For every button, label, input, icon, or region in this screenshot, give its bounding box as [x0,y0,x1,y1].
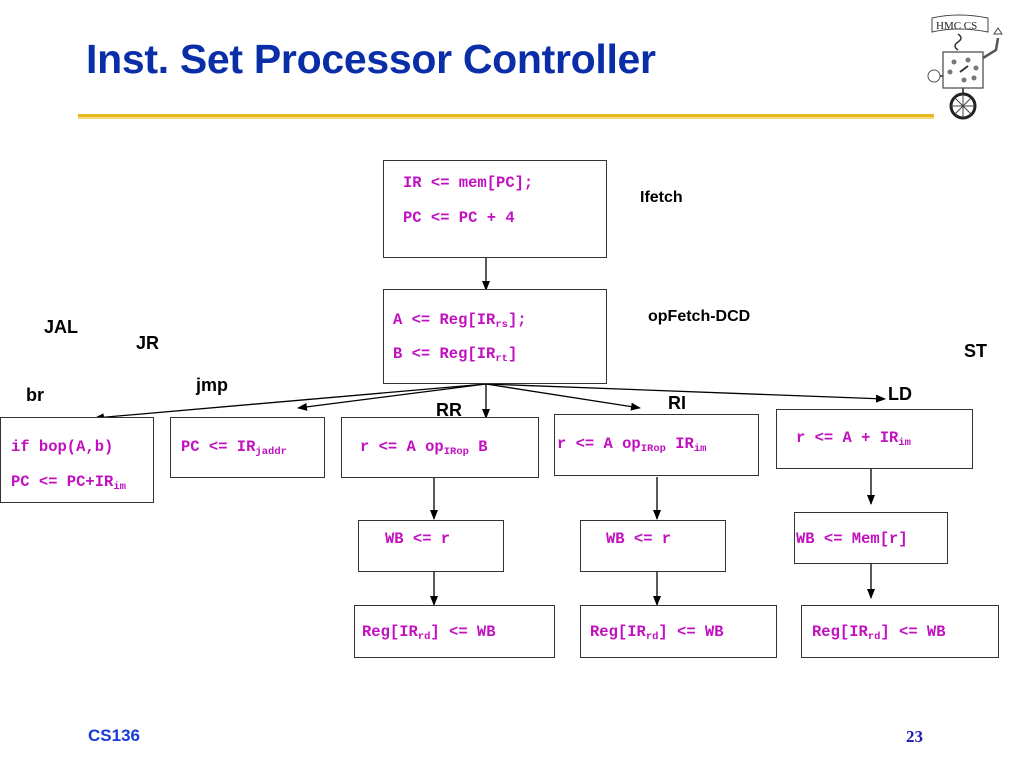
ifetch-label: Ifetch [640,189,683,206]
rr-reg-box [354,605,555,658]
opfetch-line-1-sub: rs [495,319,508,331]
opfetch-line-2-text: B <= Reg[IR [393,345,496,363]
jmp-line-1-text: PC <= IR [181,438,256,456]
rr-exec-box [341,417,539,478]
ld-reg-pre: Reg[IR [812,623,868,641]
ld-reg-box [801,605,999,658]
ifetch-line-1: IR <= mem[PC]; [403,174,534,192]
jmp-line-1: PC <= IRjaddr [181,438,287,458]
ifetch-line-2: PC <= PC + 4 [403,209,515,227]
ri-exec-box [554,414,759,476]
rr-label: RR [436,400,462,420]
title-underline-shadow [78,117,934,119]
slide-title: Inst. Set Processor Controller [86,36,656,82]
rr-exec-sub: IRop [443,446,469,458]
ri-reg-post: ] <= WB [658,623,724,641]
ri-exec-sub: IRop [640,443,666,455]
jmp-line-1-sub: jaddr [255,446,287,458]
arrow-opfetch-to-jmp [297,383,487,411]
ld-reg-text: Reg[IRrd] <= WB [812,623,946,643]
ri-exec-mid: IR [665,435,694,453]
opfetch-line-1: A <= Reg[IRrs]; [393,311,527,331]
ri-reg-sub: rd [645,631,659,643]
ri-reg-text: Reg[IRrd] <= WB [590,623,724,643]
ri-reg-box [580,605,777,658]
ri-wb-box [580,520,726,572]
opfetch-label: opFetch-DCD [648,308,751,325]
ld-wb-box [794,512,948,564]
br-line-1: if bop(A,b) [11,438,114,456]
rr-reg-post: ] <= WB [430,623,496,641]
jmp-state-box [170,417,325,478]
page-number: 23 [906,727,923,746]
rr-exec-pre: r <= A op [360,438,444,456]
rr-wb-box [358,520,504,572]
ri-reg-pre: Reg[IR [590,623,646,641]
ri-wb-text: WB <= r [606,530,672,548]
ld-label: LD [888,384,912,404]
br-line-2: PC <= PC+IRim [11,473,126,493]
jal-label: JAL [44,317,79,337]
jmp-label: jmp [196,375,229,395]
rr-reg-sub: rd [417,631,431,643]
arrow-opfetch-to-ri [485,383,641,411]
hmc-cs-robot-logo-icon: HMC CS [927,14,1003,120]
opfetch-line-2-post: ] [507,345,518,363]
ri-exec-sub2: im [693,443,707,455]
ri-label: RI [668,393,686,413]
rr-exec-post: B [468,438,488,456]
st-label: ST [964,341,988,361]
opfetch-state-box [383,289,607,384]
jr-label: JR [136,333,160,353]
br-state-box [0,417,154,503]
logo-text: HMC CS [936,20,977,32]
footer-course-code: CS136 [88,726,140,745]
opfetch-line-1-post: ]; [507,311,527,329]
ri-exec-text: r <= A opIRop IRim [557,435,706,455]
br-line-2-sub: im [113,481,126,493]
ld-exec-sub: im [898,437,911,449]
rr-reg-pre: Reg[IR [362,623,418,641]
br-label: br [26,385,44,405]
rr-reg-text: Reg[IRrd] <= WB [362,623,496,643]
ld-wb-text: WB <= Mem[r] [796,530,908,548]
ld-reg-post: ] <= WB [880,623,946,641]
opfetch-line-1-text: A <= Reg[IR [393,311,496,329]
ld-reg-sub: rd [867,631,881,643]
ri-exec-pre: r <= A op [557,435,641,453]
ifetch-state-box [383,160,607,258]
ld-exec-text: r <= A + IRim [796,429,911,449]
arrow-opfetch-to-br [94,383,487,422]
arrow-opfetch-to-ld [485,383,886,403]
ld-exec-pre: r <= A + IR [796,429,899,447]
rr-wb-text: WB <= r [385,530,451,548]
ld-exec-box [776,409,973,469]
title-underline [78,114,934,117]
opfetch-line-2: B <= Reg[IRrt] [393,345,517,365]
opfetch-line-2-sub: rt [495,353,508,365]
br-line-2-text: PC <= PC+IR [11,473,114,491]
rr-exec-text: r <= A opIRop B [360,438,488,458]
